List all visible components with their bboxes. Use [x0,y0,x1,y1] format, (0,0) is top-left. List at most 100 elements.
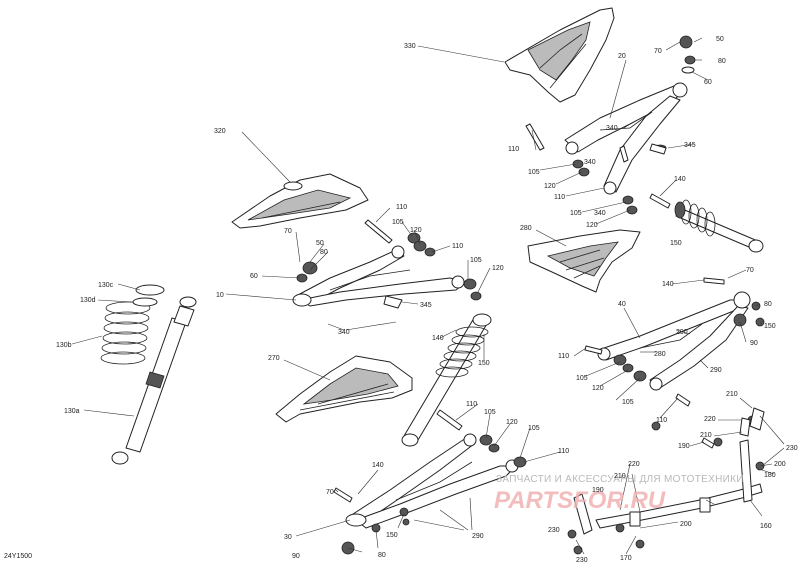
callout-130d: 130d [80,297,96,304]
watermark-text: ЗАПЧАСТИ И АКСЕССУАРЫ ДЛЯ МОТОТЕХНИКИ [496,474,744,485]
part-10-upper-a-arm [292,245,467,307]
callout-150: 150 [386,532,398,539]
part-130-shock-assembly [100,284,197,465]
callout-160: 160 [760,523,772,530]
callout-110: 110 [452,243,463,250]
callout-105: 105 [484,409,496,416]
callout-210: 210 [726,391,738,398]
callout-120: 120 [586,222,598,229]
callout-170: 170 [620,555,632,562]
callout-130a: 130a [64,408,80,415]
part-40-lower-a-arm [597,291,751,391]
callout-105: 105 [392,219,404,226]
callout-150: 150 [478,360,490,367]
hardware-bolts [333,123,725,503]
hardware-brackets [383,143,765,437]
callout-105: 105 [576,375,588,382]
callout-105: 105 [570,210,582,217]
callout-130b: 130b [56,342,72,349]
callout-90: 90 [750,340,758,347]
callout-230: 230 [576,557,588,564]
callout-200: 200 [774,461,786,468]
callout-340: 340 [594,210,606,217]
callout-105: 105 [470,257,482,264]
part-30-lower-a-arm [345,433,519,529]
callout-210: 210 [700,432,712,439]
callout-70: 70 [284,228,292,235]
callout-320: 320 [214,128,226,135]
callout-220: 220 [704,416,716,423]
callout-70: 70 [326,489,334,496]
callout-200: 200 [680,521,692,528]
callout-220: 220 [628,461,640,468]
callout-labels: 330 320 270 280 20 10 30 40 130c 130d 13… [56,36,798,564]
callout-60: 60 [250,273,258,280]
part-20-upper-a-arm [564,82,688,195]
callout-110: 110 [656,417,667,424]
callout-140: 140 [662,281,674,288]
callout-340: 340 [606,125,618,132]
callout-30: 30 [284,534,292,541]
callout-140: 140 [432,335,444,342]
callout-280: 280 [654,351,666,358]
callout-110: 110 [554,194,565,201]
part-270-guard [275,355,413,423]
callout-345: 345 [420,302,432,309]
callout-290: 290 [676,329,688,336]
callout-340: 340 [338,329,350,336]
callout-40: 40 [618,301,626,308]
callout-60: 60 [704,79,712,86]
part-150-shock-center [401,313,492,447]
callout-110: 110 [558,353,569,360]
callout-290: 290 [710,367,722,374]
callout-290: 290 [472,533,484,540]
callout-330: 330 [404,43,416,50]
callout-340: 340 [584,159,596,166]
callout-110: 110 [466,401,477,408]
callout-140: 140 [372,462,384,469]
callout-80: 80 [378,552,386,559]
callout-105: 105 [622,399,634,406]
callout-190: 190 [592,487,604,494]
callout-105: 105 [528,169,540,176]
hardware-bushings [296,35,765,555]
callout-130c: 130c [98,282,114,289]
callout-50: 50 [316,240,324,247]
leader-lines [71,37,785,555]
part-280-guard [527,229,641,293]
callout-110: 110 [508,146,519,153]
callout-230: 230 [786,445,798,452]
callout-150: 150 [670,240,682,247]
callout-280: 280 [520,225,532,232]
callout-140: 140 [674,176,686,183]
callout-120: 120 [592,385,604,392]
watermark-logo: PARTSFOR.RU [494,487,666,514]
part-150-shock-right [674,199,764,253]
callout-120: 120 [544,183,556,190]
callout-80: 80 [320,249,328,256]
callout-70: 70 [746,267,754,274]
drawing-id: 24Y1500 [4,553,32,560]
callout-80: 80 [764,301,772,308]
part-320-upper-guard [231,173,369,229]
callout-120: 120 [506,419,518,426]
watermark: ЗАПЧАСТИ И АКСЕССУАРЫ ДЛЯ МОТОТЕХНИКИ PA… [494,474,744,514]
part-330-upper-guard [504,7,615,103]
callout-180: 180 [764,472,776,479]
callout-150: 150 [764,323,776,330]
callout-20: 20 [618,53,626,60]
callout-50: 50 [716,36,724,43]
callout-10: 10 [216,292,224,299]
callout-120: 120 [492,265,504,272]
callout-345: 345 [684,142,696,149]
callout-230: 230 [548,527,560,534]
callout-270: 270 [268,355,280,362]
callout-190: 190 [678,443,690,450]
callout-110: 110 [558,448,569,455]
callout-90: 90 [292,553,300,560]
callout-70: 70 [654,48,662,55]
callout-120: 120 [410,227,422,234]
callout-105: 105 [528,425,540,432]
callout-210: 210 [614,473,626,480]
